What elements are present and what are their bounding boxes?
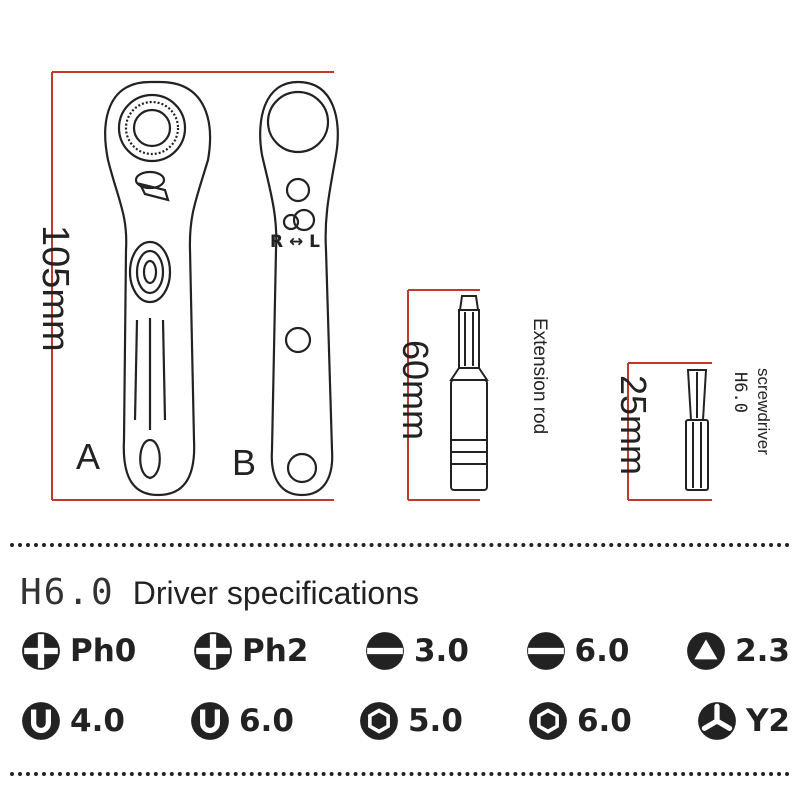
spec-title: H6.0 Driver specifications bbox=[20, 572, 419, 613]
separator-top bbox=[10, 543, 790, 547]
spec-item: 6.0 bbox=[189, 700, 294, 742]
spec-label: 6.0 bbox=[574, 633, 630, 669]
spec-model: H6.0 bbox=[20, 572, 115, 613]
hex-icon bbox=[529, 702, 567, 740]
extension-rod-label: Extension rod bbox=[529, 318, 550, 435]
spec-label: 3.0 bbox=[413, 633, 469, 669]
spec-label: 6.0 bbox=[576, 703, 632, 739]
spec-label: 4.0 bbox=[70, 703, 125, 739]
dimension-bracket-60 bbox=[407, 289, 480, 501]
ratchet-wrench-b bbox=[259, 80, 339, 497]
hex-icon bbox=[360, 702, 398, 740]
spec-heading: Driver specifications bbox=[132, 575, 420, 611]
direction-label: R ↔ L bbox=[270, 232, 321, 252]
screwdriver-bit bbox=[685, 369, 709, 491]
screwdriver-model-label: H6.0 bbox=[730, 372, 750, 413]
tool-a-label: A bbox=[76, 436, 101, 477]
spec-label: 2.3 bbox=[735, 633, 790, 669]
dimension-bracket-105 bbox=[51, 71, 334, 501]
spec-item: 2.3 bbox=[685, 630, 790, 672]
u-type-icon bbox=[191, 702, 229, 740]
separator-bottom bbox=[10, 772, 790, 776]
spec-item: 4.0 bbox=[20, 700, 125, 742]
spec-item: Y2 bbox=[696, 700, 790, 742]
u-type-icon bbox=[22, 702, 60, 740]
spec-label: Ph2 bbox=[241, 633, 309, 669]
spec-row-2: 4.0 6.0 5.0 6.0 Y2 bbox=[20, 700, 790, 742]
spec-label: 5.0 bbox=[407, 703, 463, 739]
length-label-25: 25mm bbox=[613, 375, 654, 476]
spec-item: Ph0 bbox=[20, 630, 136, 672]
ratchet-wrench-a bbox=[104, 80, 212, 497]
spec-item: 5.0 bbox=[358, 700, 463, 742]
spec-item: Ph2 bbox=[192, 630, 308, 672]
phillips-icon bbox=[22, 632, 60, 670]
triangle-icon bbox=[687, 632, 725, 670]
dimension-bracket-25 bbox=[627, 362, 712, 501]
spec-row-1: Ph0 Ph2 3.0 6.0 2.3 bbox=[20, 630, 790, 672]
spec-item: 3.0 bbox=[364, 630, 469, 672]
length-label-105: 105mm bbox=[34, 225, 76, 352]
spec-item: 6.0 bbox=[525, 630, 630, 672]
spec-label: Y2 bbox=[745, 703, 790, 739]
phillips-icon bbox=[194, 632, 232, 670]
spec-label: 6.0 bbox=[238, 703, 294, 739]
length-label-60: 60mm bbox=[395, 340, 436, 441]
spec-label: Ph0 bbox=[70, 633, 137, 669]
screwdriver-label: screwdriver bbox=[754, 368, 773, 455]
slotted-icon bbox=[366, 632, 404, 670]
y-type-icon bbox=[698, 702, 736, 740]
slotted-icon bbox=[526, 632, 565, 670]
extension-rod bbox=[449, 295, 489, 491]
spec-item: 6.0 bbox=[527, 700, 632, 742]
tool-b-label: B bbox=[232, 442, 257, 483]
